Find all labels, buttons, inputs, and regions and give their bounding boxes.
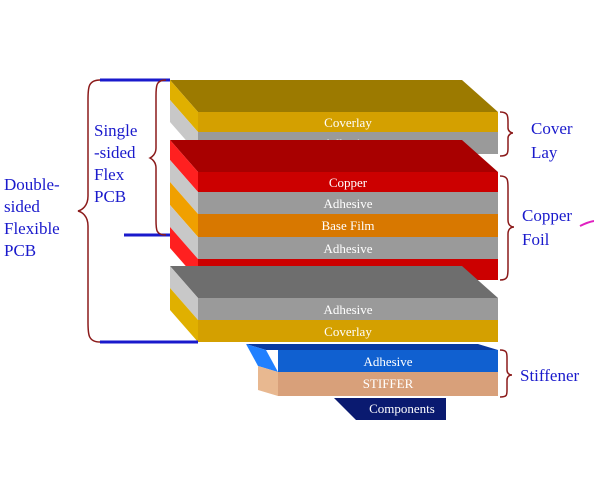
adhesive-layer-4	[198, 298, 498, 320]
stiffener-side-label: Stiffener	[520, 366, 580, 385]
adhesive-layer-3	[198, 237, 498, 259]
double-sided-bracket	[77, 79, 101, 343]
single-sided-bracket	[148, 79, 167, 236]
svg-text:Flexible: Flexible	[4, 219, 60, 238]
svg-text:Double-: Double-	[4, 175, 60, 194]
coverlay-bottom-block: Adhesive Coverlay	[170, 266, 498, 342]
copper-layer-1	[198, 172, 498, 192]
svg-text:Lay: Lay	[531, 143, 558, 162]
pen-mark	[579, 220, 594, 227]
svg-text:Cover: Cover	[531, 119, 573, 138]
components-label: Components	[369, 401, 435, 416]
stiffener-layer	[278, 372, 498, 396]
adhesive-3-label: Adhesive	[323, 241, 372, 256]
base-film-label: Base Film	[321, 218, 374, 233]
copper-foil-block: Copper Adhesive Base Film Adhesive Coppe…	[170, 140, 498, 280]
copper-foil-bracket	[499, 175, 515, 281]
single-sided-label: Single -sided Flex PCB	[94, 121, 137, 206]
stiffener-adhesive-label: Adhesive	[363, 354, 412, 369]
copper-foil-label: Copper Foil	[522, 206, 572, 249]
stiffener-bracket	[499, 349, 513, 398]
svg-text:Foil: Foil	[522, 230, 550, 249]
coverlay-top-label: Coverlay	[324, 115, 372, 130]
svg-text:-sided: -sided	[94, 143, 136, 162]
double-sided-label: Double- sided Flexible PCB	[4, 175, 60, 260]
stiffener-adhesive-layer	[278, 350, 498, 372]
brackets	[77, 79, 515, 398]
stiffener-block: Adhesive STIFFER	[246, 344, 498, 396]
stiffener-label: STIFFER	[363, 376, 414, 391]
copper-1-label: Copper	[329, 175, 368, 190]
svg-text:PCB: PCB	[4, 241, 36, 260]
coverlay-bottom-label: Coverlay	[324, 324, 372, 339]
svg-text:sided: sided	[4, 197, 40, 216]
coverlay-top-layer	[198, 112, 498, 132]
cover-lay-label: Cover Lay	[531, 119, 573, 162]
components-block: Components	[334, 398, 446, 420]
svg-text:Flex: Flex	[94, 165, 125, 184]
adhesive-2-label: Adhesive	[323, 196, 372, 211]
coverlay-bottom-layer	[198, 320, 498, 342]
base-film-layer	[198, 214, 498, 237]
svg-text:PCB: PCB	[94, 187, 126, 206]
adhesive-layer-2	[198, 192, 498, 214]
cover-lay-bracket	[499, 111, 514, 157]
svg-text:Copper: Copper	[522, 206, 572, 225]
svg-text:Single: Single	[94, 121, 137, 140]
adhesive-4-label: Adhesive	[323, 302, 372, 317]
